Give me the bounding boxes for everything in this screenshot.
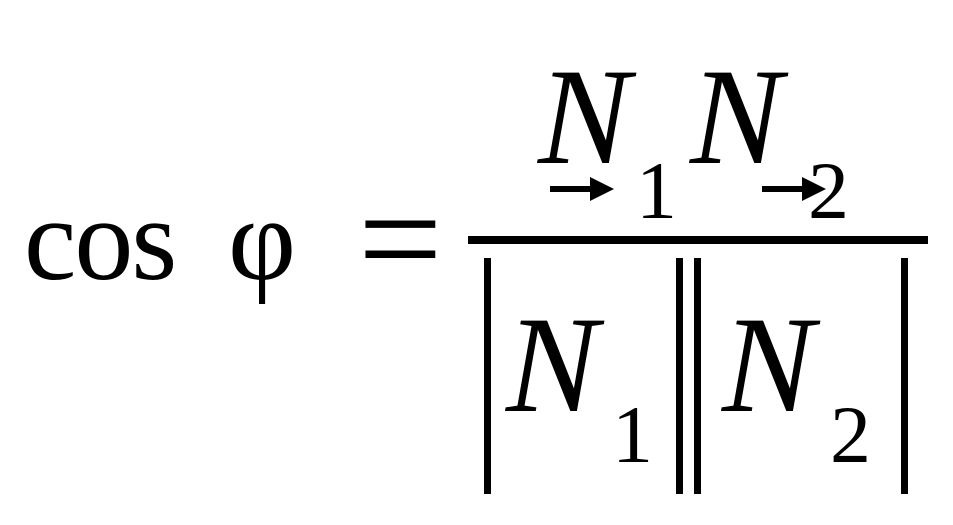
abs-bar-left-1 xyxy=(484,258,491,494)
fraction-bar xyxy=(468,236,928,244)
denominator-subscript-1: 1 xyxy=(612,389,653,480)
denominator-n-1: N xyxy=(506,288,599,441)
numerator-vector-n-1: N xyxy=(538,40,631,193)
numerator-subscript-1: 1 xyxy=(636,145,677,236)
angle-symbol: φ xyxy=(228,174,297,305)
cos-function-label: cos xyxy=(24,174,177,305)
vector-arrow-icon xyxy=(762,177,826,201)
vector-arrow-icon xyxy=(550,177,614,201)
denominator-n-2: N xyxy=(722,288,815,441)
abs-bar-right-2 xyxy=(901,258,908,494)
abs-bar-right-1 xyxy=(676,258,683,494)
numerator-vector-n-2: N xyxy=(690,40,783,193)
abs-bar-left-2 xyxy=(694,258,701,494)
equals-sign: = xyxy=(358,156,443,322)
denominator-subscript-2: 2 xyxy=(830,389,871,480)
